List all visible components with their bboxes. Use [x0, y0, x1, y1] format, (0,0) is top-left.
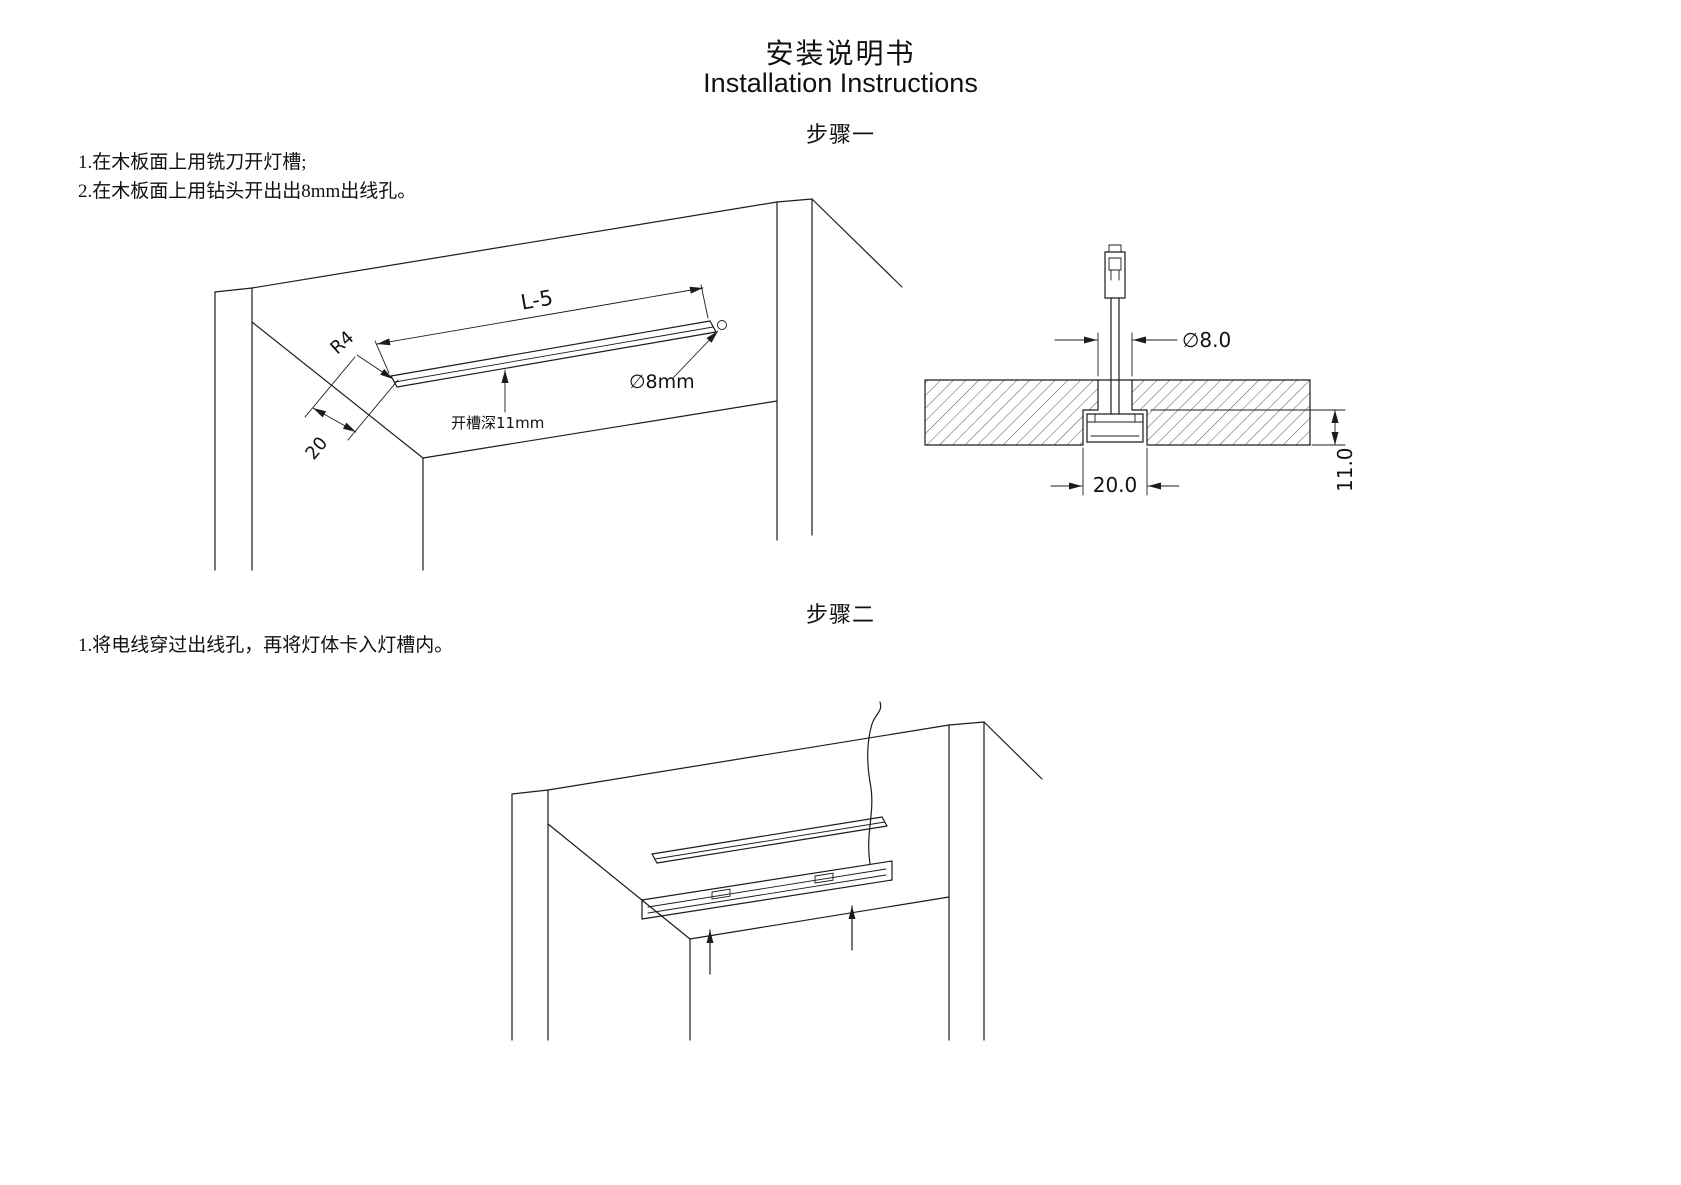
- section-slot-width-label: 20.0: [1093, 473, 1138, 497]
- step1-heading: 步骤一: [805, 122, 875, 147]
- step2-isometric-drawing: [511, 701, 1043, 1041]
- slot-length-label: L-5: [519, 286, 555, 315]
- cabinet-outline: [511, 721, 1043, 1041]
- wire-connector: [1104, 244, 1126, 299]
- hole-diameter-label: ∅8mm: [629, 371, 695, 393]
- cabinet-outline: [214, 198, 903, 571]
- push-arrows: [706, 905, 856, 975]
- corner-radius-label: R4: [326, 327, 358, 359]
- section-slot-depth-label: 11.0: [1333, 447, 1357, 492]
- light-fixture-bar: [641, 860, 893, 920]
- light-slot: [651, 816, 888, 864]
- power-wire: [867, 701, 882, 865]
- dim-slot-length: L-5: [374, 284, 709, 374]
- wire-hole: [717, 320, 727, 330]
- page-title-en: Installation Instructions: [703, 68, 978, 98]
- section-hole-dia-label: ∅8.0: [1182, 328, 1231, 352]
- dim-slot-width: 20.0: [1050, 447, 1180, 497]
- dim-hole-dia: ∅8.0: [1054, 328, 1231, 377]
- power-wire: [1110, 297, 1120, 415]
- board-hatching: [925, 380, 1310, 445]
- step2-instruction-1: 1.将电线穿过出线孔，再将灯体卡入灯槽内。: [78, 635, 454, 656]
- dim-slot-depth: 开槽深11mm: [451, 369, 544, 432]
- step2-heading: 步骤二: [805, 602, 875, 627]
- page-title-zh: 安装说明书: [765, 38, 916, 69]
- board-section: [924, 379, 1311, 446]
- dim-hole-diameter: ∅8mm: [629, 330, 719, 393]
- step1-section-drawing: ∅8.0 20.0 11.0: [924, 244, 1357, 497]
- dim-corner-radius: R4: [326, 327, 394, 380]
- step1-instruction-1: 1.在木板面上用铣刀开灯槽;: [78, 152, 307, 173]
- dim-slot-depth-section: 11.0: [1150, 409, 1357, 492]
- step1-instruction-2: 2.在木板面上用钻头开出出8mm出线孔。: [78, 181, 417, 202]
- edge-offset-label: 20: [301, 433, 332, 464]
- slot-depth-label: 开槽深11mm: [451, 414, 544, 432]
- light-fixture-profile: [1086, 413, 1144, 443]
- step1-isometric-drawing: L-5 R4 ∅8mm 开槽深11mm 20: [214, 198, 903, 571]
